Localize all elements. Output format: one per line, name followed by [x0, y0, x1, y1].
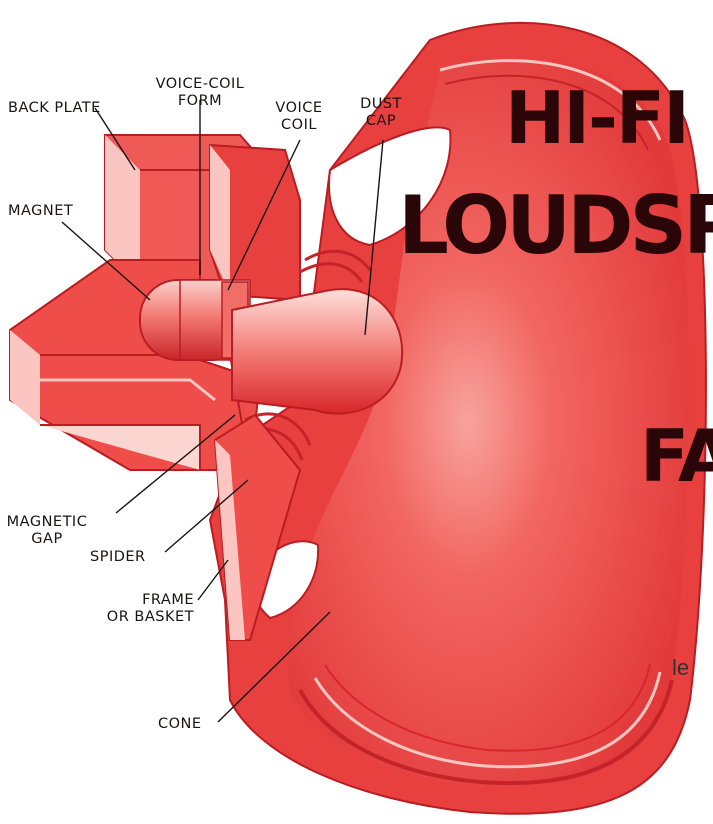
- dust-cap: [232, 289, 402, 413]
- label-dust-cap: DUST CAP: [356, 96, 406, 130]
- label-frame-basket-line1: FRAME: [88, 592, 194, 609]
- label-back-plate: BACK PLATE: [8, 100, 101, 117]
- label-magnetic-gap-line2: GAP: [4, 531, 90, 548]
- label-magnetic-gap-line1: MAGNETIC: [4, 514, 90, 531]
- label-dust-cap-line1: DUST: [356, 96, 406, 113]
- label-voice-coil: VOICE COIL: [270, 100, 328, 134]
- label-voice-coil-form: VOICE-COIL FORM: [147, 76, 253, 110]
- title-line-3: FA: [640, 420, 713, 492]
- label-spider: SPIDER: [90, 549, 146, 566]
- label-dust-cap-line2: CAP: [356, 113, 406, 130]
- label-voice-coil-line2: COIL: [270, 117, 328, 134]
- title-line-2: LOUDSP: [398, 186, 713, 266]
- label-magnet: MAGNET: [8, 203, 73, 220]
- label-cone: CONE: [158, 716, 202, 733]
- label-voice-coil-form-line2: FORM: [147, 93, 253, 110]
- label-frame-basket: FRAME OR BASKET: [88, 592, 194, 626]
- label-voice-coil-form-line1: VOICE-COIL: [147, 76, 253, 93]
- label-voice-coil-line1: VOICE: [270, 100, 328, 117]
- title-line-1: HI-FI: [505, 82, 688, 154]
- label-frame-basket-line2: OR BASKET: [88, 609, 194, 626]
- body-text-fragment: le: [672, 655, 689, 681]
- label-magnetic-gap: MAGNETIC GAP: [4, 514, 90, 548]
